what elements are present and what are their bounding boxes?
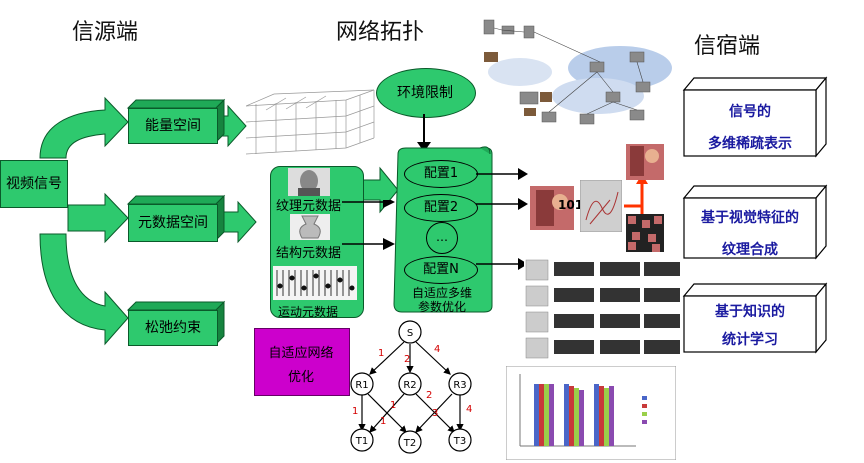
sink-box-2-line1: 基于视觉特征的 — [701, 210, 799, 226]
edge-label: 2 — [404, 354, 410, 365]
panel-to-config-arrows — [342, 200, 395, 250]
graph-node-r3: R3 — [453, 380, 466, 391]
sketch-image — [580, 180, 622, 232]
lena-output-image — [626, 144, 664, 180]
sink-heading: 信宿端 — [694, 34, 761, 59]
edge-label: 2 — [426, 390, 432, 401]
edge-label: 1 — [378, 348, 384, 359]
energy-space-box: 能量空间 — [128, 108, 218, 144]
feature-histogram-grid-image — [524, 258, 684, 362]
network-graph: S R1 R2 R3 T1 T2 T3 1 2 4 1 1 2 3 4 1 — [350, 320, 472, 454]
edge-label: 4 — [466, 404, 472, 415]
video-signal-box: 视频信号 — [0, 160, 68, 208]
graph-node-s: S — [407, 328, 413, 339]
lena-input-image — [530, 186, 574, 230]
edge-label: 1 — [352, 406, 358, 417]
config-item-1: 配置1 — [404, 160, 478, 188]
env-to-config-arrow — [417, 114, 431, 152]
adaptive-network-line2: 优化 — [287, 370, 314, 385]
graph-node-t1: T1 — [355, 436, 368, 447]
graph-node-t3: T3 — [453, 436, 466, 447]
edge-label: 3 — [432, 408, 438, 419]
face-thumbnail-icon — [288, 168, 330, 196]
graph-node-t2: T2 — [403, 438, 416, 449]
edge-label: 1 — [380, 416, 386, 427]
source-heading: 信源端 — [72, 20, 139, 45]
config-item-ellipsis: … — [426, 222, 458, 254]
edge-label: 4 — [434, 344, 440, 355]
network-topology-image — [483, 19, 672, 125]
sink-box-1-line2: 多维稀疏表示 — [708, 136, 792, 152]
config-caption-2: 参数优化 — [418, 300, 467, 314]
config-caption-1: 自适应多维 — [412, 286, 473, 300]
config-item-2: 配置2 — [404, 194, 478, 222]
env-limit-ellipse — [376, 68, 476, 118]
graph-node-r1: R1 — [355, 380, 368, 391]
env-limit-label: 环境限制 — [397, 85, 453, 101]
edge-label: 1 — [390, 400, 396, 411]
comparison-bar-chart-image — [506, 366, 676, 460]
sink-box-2-line2: 纹理合成 — [722, 242, 778, 258]
wireframe-grid-image — [246, 89, 375, 155]
structure-metadata-label: 结构元数据 — [276, 246, 342, 261]
graph-node-r2: R2 — [403, 380, 416, 391]
texture-metadata-label: 纹理元数据 — [276, 199, 342, 214]
adaptive-network-box — [254, 328, 350, 396]
sink-box-1-line1: 信号的 — [729, 104, 771, 120]
sink-cubes — [682, 76, 828, 354]
motion-thumbnail-icon — [273, 266, 357, 300]
relax-constraint-box: 松弛约束 — [128, 310, 218, 346]
config-item-n: 配置N — [404, 256, 478, 284]
topology-heading: 网络拓扑 — [336, 20, 425, 45]
adaptive-network-line1: 自适应网络 — [268, 346, 334, 361]
texture-output-image — [626, 214, 664, 252]
sink-box-3-line2: 统计学习 — [722, 332, 778, 348]
metadata-space-box: 元数据空间 — [128, 204, 218, 242]
motion-metadata-label: 运动元数据 — [278, 305, 339, 319]
sink-box-3-line1: 基于知识的 — [715, 304, 785, 320]
vase-thumbnail-icon — [290, 214, 330, 240]
config-output-arrows — [476, 168, 528, 270]
